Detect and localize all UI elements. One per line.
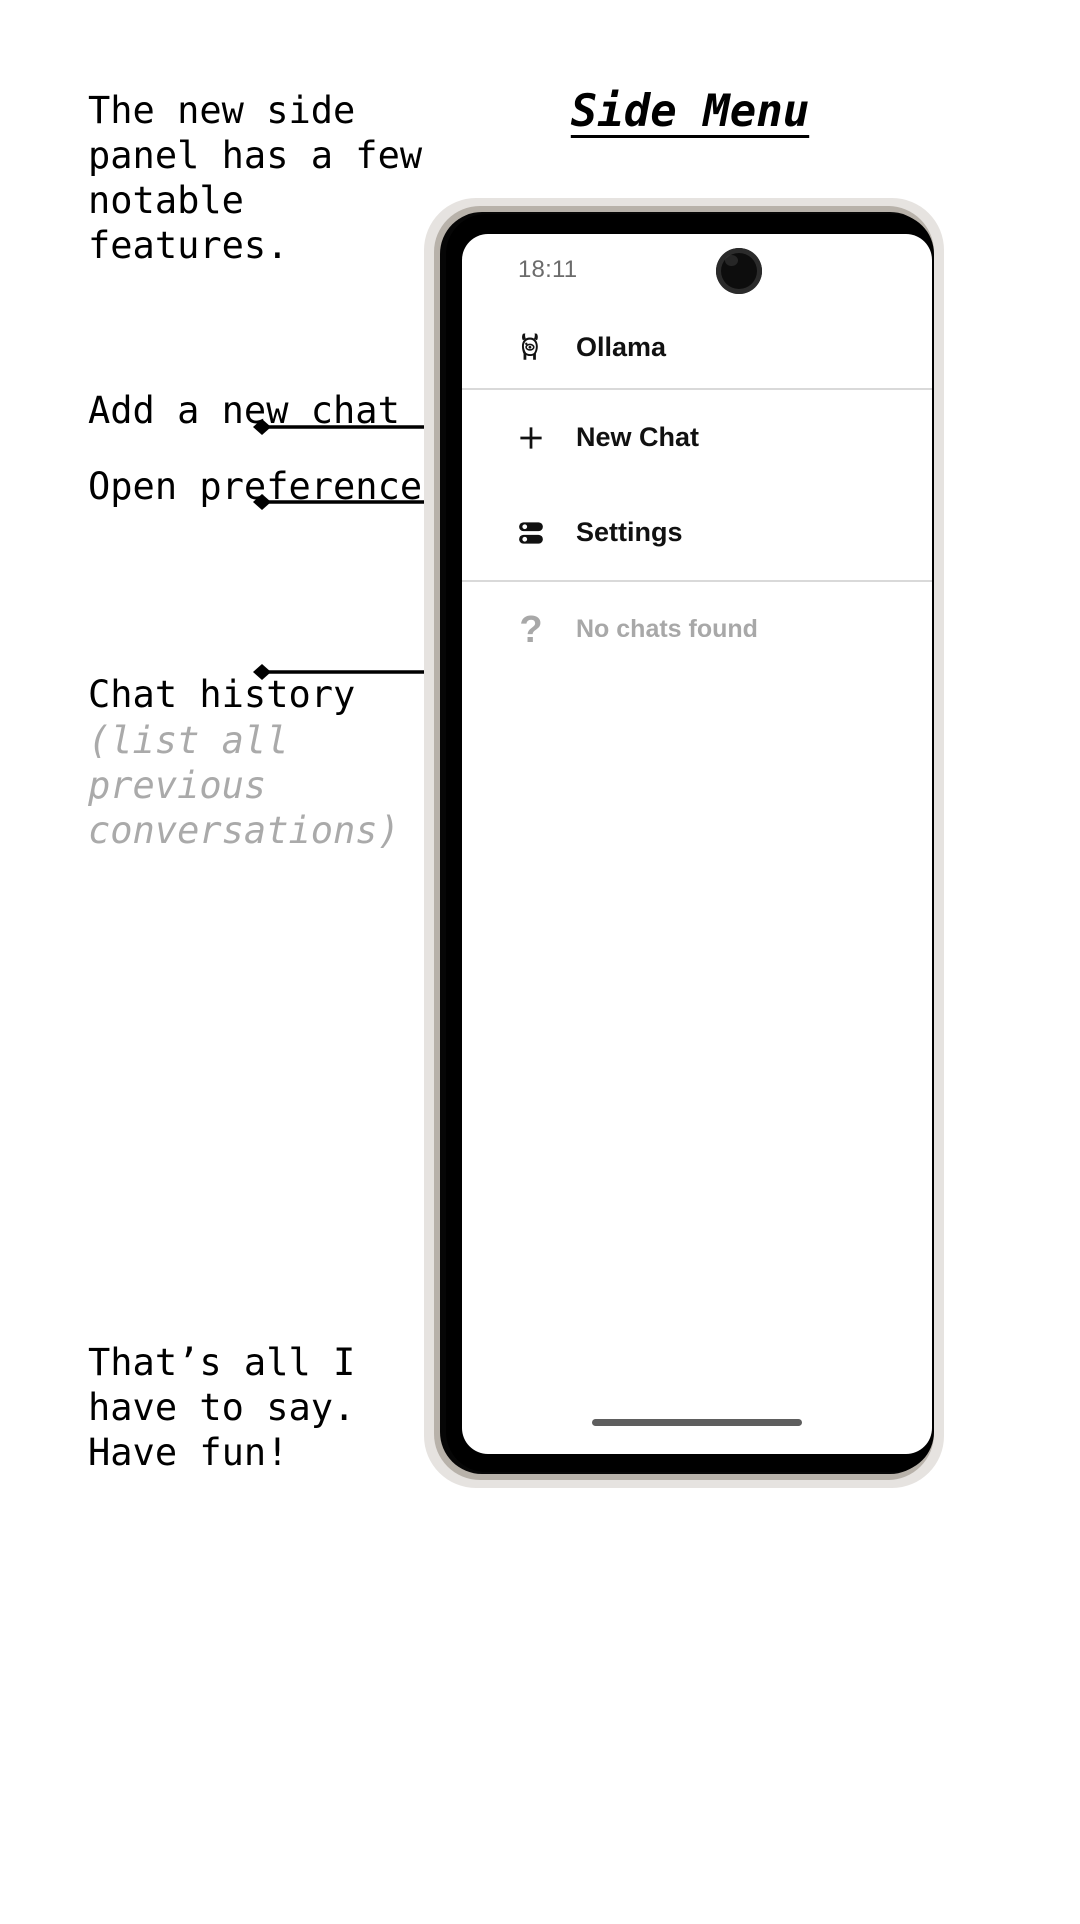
- status-time: 18:11: [518, 256, 578, 283]
- menu-item-new-chat-label: New Chat: [576, 422, 700, 452]
- chat-history-list: ? No chats found: [462, 582, 932, 677]
- llama-icon: [514, 330, 548, 364]
- plus-icon: [514, 421, 548, 455]
- chat-history-empty-state: ? No chats found: [462, 582, 932, 677]
- menu-item-new-chat[interactable]: New Chat: [462, 390, 932, 485]
- home-gesture-bar-icon[interactable]: [592, 1419, 802, 1426]
- question-mark-icon: ?: [519, 608, 543, 651]
- annotation-outro: That’s all I have to say. Have fun!: [88, 1341, 356, 1474]
- divider-bottom: [462, 580, 932, 582]
- annotation-new-chat: Add a new chat: [88, 389, 400, 432]
- annotation-chat-history-note: (list all previous conversations): [88, 719, 400, 852]
- chat-history-empty-label: No chats found: [576, 615, 758, 643]
- menu-item-settings-label: Settings: [576, 517, 683, 547]
- phone-mockup: 18:11 Ollama: [424, 198, 944, 1488]
- settings-icon: [514, 516, 548, 550]
- page-title: Side Menu: [570, 86, 810, 137]
- brand-row: Ollama: [462, 306, 932, 388]
- divider-top: [462, 388, 932, 390]
- menu-item-settings[interactable]: Settings: [462, 485, 932, 580]
- annotation-chat-history: Chat history: [88, 673, 356, 716]
- status-bar: 18:11: [462, 234, 932, 306]
- brand-label: Ollama: [576, 331, 667, 362]
- annotation-intro: The new side panel has a few notable fea…: [88, 89, 423, 267]
- phone-screen: 18:11 Ollama: [462, 234, 932, 1454]
- front-camera-punch-hole-icon: [716, 248, 762, 294]
